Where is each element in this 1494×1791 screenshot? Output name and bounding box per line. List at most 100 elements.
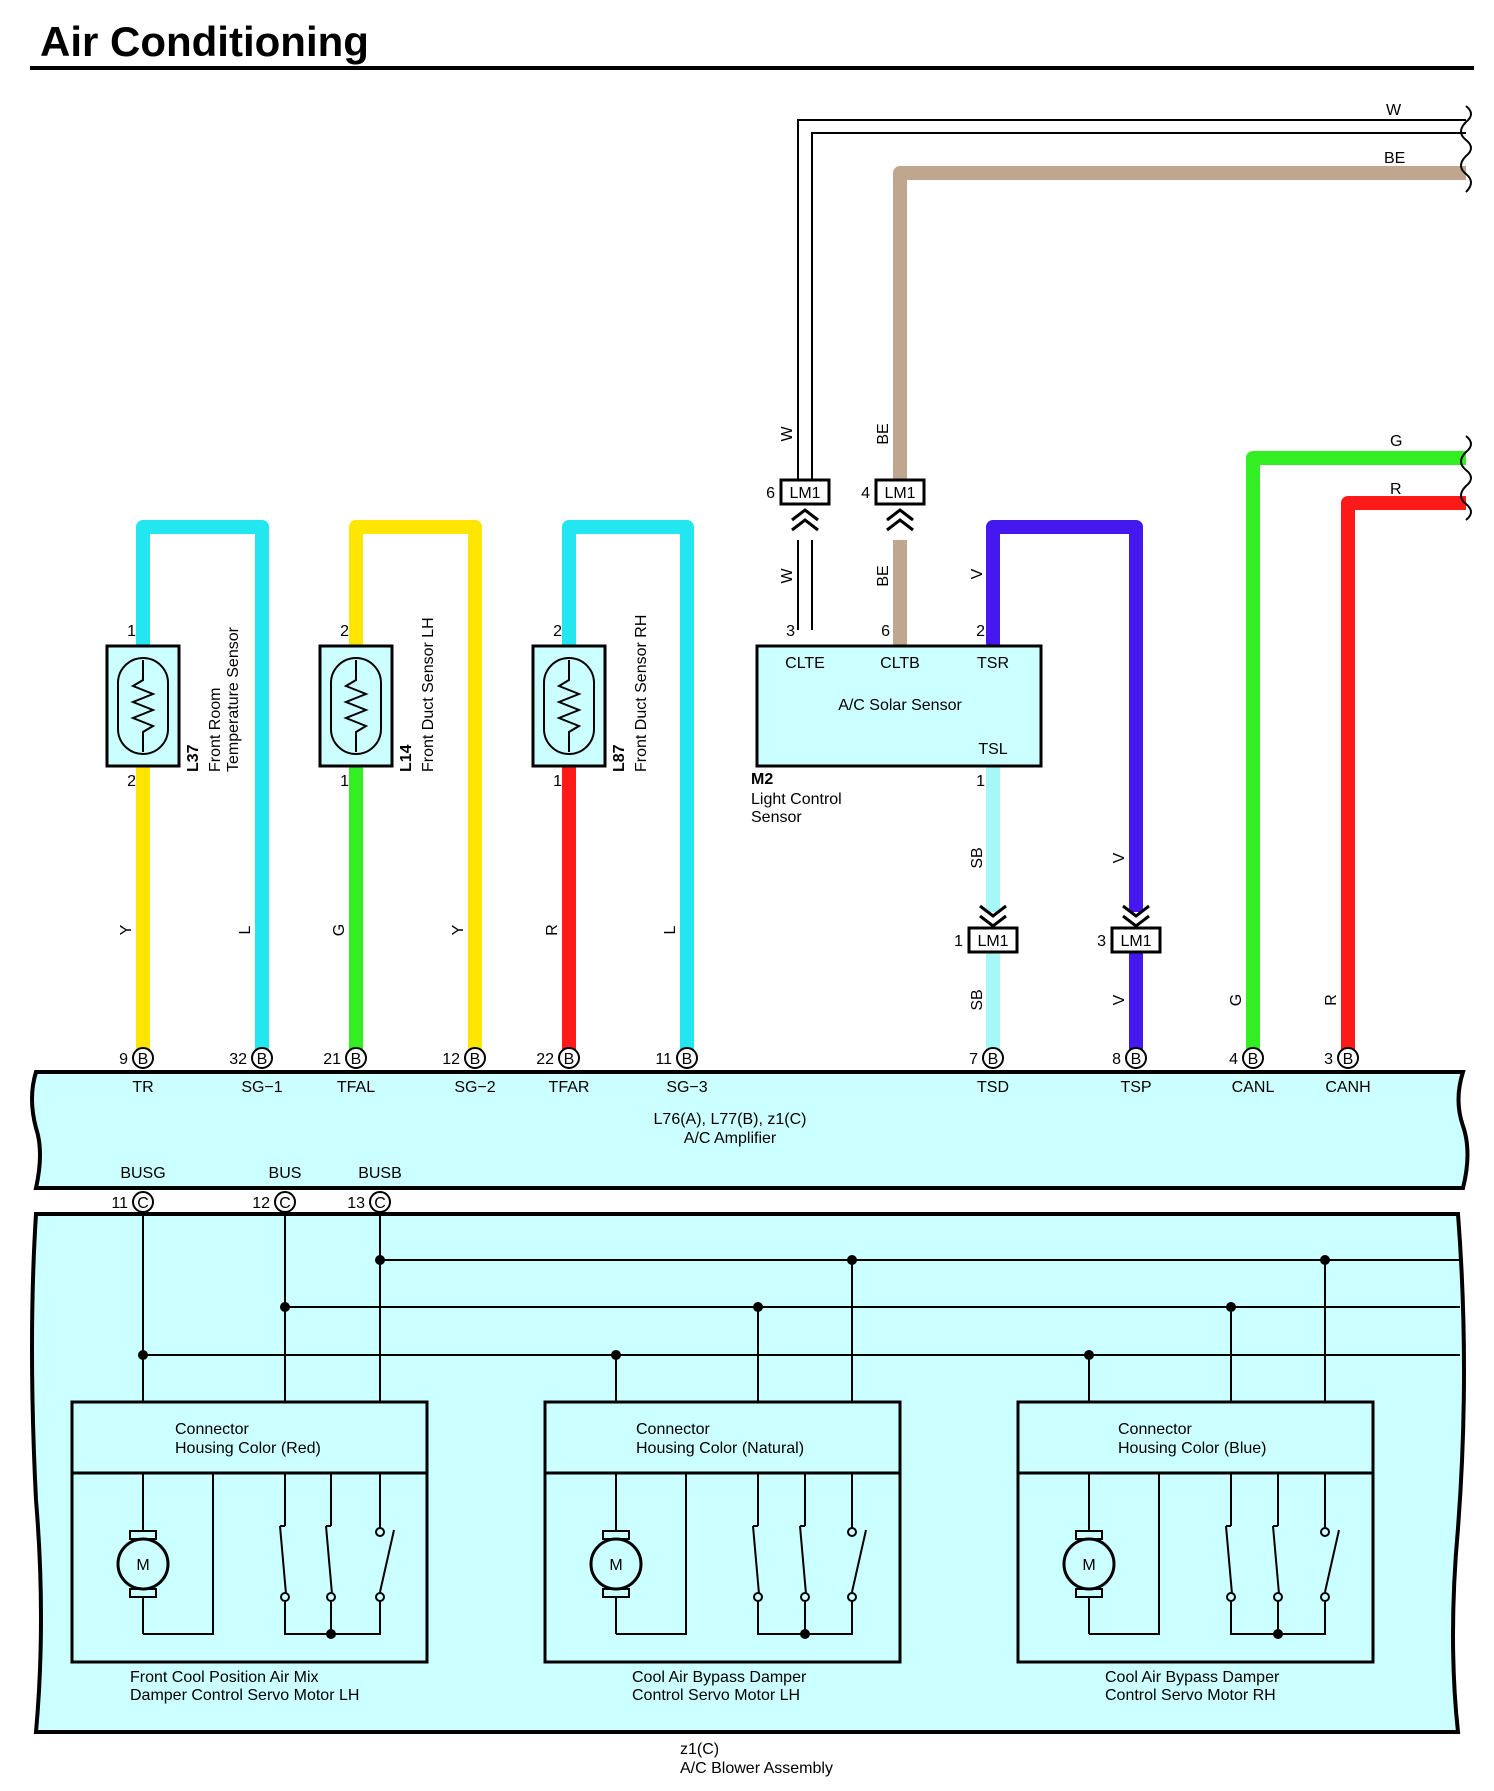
bus-pin-busg: C 11 bbox=[111, 1191, 154, 1213]
bus-pin-bus: C 12 bbox=[252, 1191, 296, 1213]
svg-text:B: B bbox=[1131, 1051, 1142, 1068]
motor-name-line2: Control Servo Motor RH bbox=[1105, 1687, 1276, 1704]
wire-code-r-top: R bbox=[1390, 481, 1402, 498]
pin-number: 3 bbox=[786, 623, 795, 640]
sensor-id: L87 bbox=[611, 744, 628, 772]
svg-text:B: B bbox=[257, 1051, 268, 1068]
pin-number: 21 bbox=[323, 1051, 341, 1068]
connector-lm1-sb: LM1 1 bbox=[954, 904, 1019, 954]
wire-be bbox=[893, 166, 1466, 646]
pin-label: TSD bbox=[977, 1079, 1009, 1096]
sensor-name-line1: Front Room bbox=[207, 688, 224, 772]
pin-number: 8 bbox=[1112, 1051, 1121, 1068]
housing-line2: Housing Color (Natural) bbox=[636, 1440, 804, 1457]
amp-pin-tfar: B 22 TFAR bbox=[536, 1047, 589, 1096]
motor-icon: M bbox=[116, 1530, 170, 1598]
bus-wiring bbox=[142, 1210, 1460, 1402]
solar-sensor-inner-label: A/C Solar Sensor bbox=[838, 697, 962, 714]
wire-code: V bbox=[1111, 994, 1128, 1005]
amp-pin-tsp: B 8 TSP bbox=[1112, 1047, 1152, 1096]
svg-text:C: C bbox=[279, 1195, 291, 1212]
wire-code: Y bbox=[450, 924, 467, 935]
pin-number: 13 bbox=[347, 1195, 365, 1212]
pin-number: 2 bbox=[553, 623, 562, 640]
pin-number: 1 bbox=[954, 933, 963, 950]
amplifier-body bbox=[30, 1070, 1470, 1190]
svg-text:B: B bbox=[682, 1051, 693, 1068]
motor-name-line2: Damper Control Servo Motor LH bbox=[130, 1687, 359, 1704]
svg-text:M: M bbox=[136, 1557, 149, 1574]
svg-text:B: B bbox=[564, 1051, 575, 1068]
bus-pin-busb: C 13 bbox=[347, 1191, 391, 1213]
sensor-name-line1: Front Duct Sensor LH bbox=[420, 617, 437, 772]
wire-code-g-top: G bbox=[1390, 433, 1402, 450]
wire-code: BE bbox=[875, 565, 892, 586]
svg-text:M: M bbox=[1082, 1557, 1095, 1574]
title-block: Air Conditioning bbox=[30, 18, 1474, 70]
wire-code: BE bbox=[875, 423, 892, 444]
pin-number: 6 bbox=[881, 623, 890, 640]
amp-pin-tsd: B 7 TSD bbox=[969, 1047, 1009, 1096]
pin-label: TFAL bbox=[337, 1079, 375, 1096]
wire-g-canl bbox=[1246, 451, 1466, 1054]
wire-code: Y bbox=[118, 924, 135, 935]
svg-text:C: C bbox=[374, 1195, 386, 1212]
pin-number: 1 bbox=[127, 623, 136, 640]
connector-lm1-v: LM1 3 bbox=[1097, 904, 1162, 954]
motor-name-line1: Front Cool Position Air Mix bbox=[130, 1669, 319, 1686]
pin-number: 12 bbox=[252, 1195, 270, 1212]
sensor-l87: 2 1 L87 Front Duct Sensor RH bbox=[531, 615, 650, 790]
pin-number: 2 bbox=[976, 623, 985, 640]
wire-code: L bbox=[237, 925, 254, 934]
pin-number: 1 bbox=[340, 773, 349, 790]
wire-r-canh bbox=[1341, 496, 1466, 1054]
pin-number: 4 bbox=[1229, 1051, 1238, 1068]
terminal-label: TSR bbox=[977, 655, 1009, 672]
svg-text:B: B bbox=[138, 1051, 149, 1068]
amp-pin-sg1: B 32 SG−1 bbox=[229, 1047, 283, 1096]
svg-text:LM1: LM1 bbox=[884, 485, 915, 502]
servo-motor-3: Connector Housing Color (Blue) M bbox=[1016, 1400, 1375, 1704]
wire-code: W bbox=[779, 568, 796, 584]
housing-line2: Housing Color (Blue) bbox=[1118, 1440, 1267, 1457]
wire-code-w-top: W bbox=[1386, 102, 1402, 119]
solar-sensor-name-line2: Sensor bbox=[751, 809, 802, 826]
motor-icon: M bbox=[1062, 1530, 1116, 1598]
amp-pin-canh: B 3 CANH bbox=[1324, 1047, 1371, 1096]
svg-text:B: B bbox=[351, 1051, 362, 1068]
page-title: Air Conditioning bbox=[40, 18, 369, 65]
pin-number: 11 bbox=[111, 1195, 128, 1212]
bus-junctions bbox=[138, 1255, 1330, 1360]
wire-l87-top bbox=[562, 520, 694, 1054]
pin-label: CANH bbox=[1325, 1079, 1370, 1096]
blower-id: z1(C) bbox=[680, 1741, 719, 1758]
amp-pin-sg3: B 11 SG−3 bbox=[655, 1047, 708, 1096]
motor-icon: M bbox=[589, 1530, 643, 1598]
svg-text:B: B bbox=[1343, 1051, 1354, 1068]
housing-line1: Connector bbox=[636, 1421, 710, 1438]
motor-name-line2: Control Servo Motor LH bbox=[632, 1687, 800, 1704]
pin-number: 3 bbox=[1097, 933, 1106, 950]
sensor-l14: 2 1 L14 Front Duct Sensor LH bbox=[318, 617, 437, 790]
motor-name-line1: Cool Air Bypass Damper bbox=[1105, 1669, 1280, 1686]
wire-code: R bbox=[544, 924, 561, 936]
pin-number: 32 bbox=[229, 1051, 247, 1068]
svg-text:C: C bbox=[137, 1195, 149, 1212]
pin-number: 6 bbox=[766, 485, 775, 502]
wire-code: SB bbox=[969, 847, 986, 868]
wire-l37-top bbox=[136, 520, 269, 1054]
bus-label: BUSB bbox=[358, 1165, 402, 1182]
pin-label: CANL bbox=[1232, 1079, 1275, 1096]
wire-code: V bbox=[969, 568, 986, 579]
wire-l14-top bbox=[349, 520, 482, 1054]
sensor-name-line1: Front Duct Sensor RH bbox=[633, 615, 650, 772]
pin-number: 2 bbox=[127, 773, 136, 790]
pin-number: 9 bbox=[119, 1051, 128, 1068]
svg-text:B: B bbox=[988, 1051, 999, 1068]
bus-pins: BUSG BUS BUSB bbox=[120, 1165, 401, 1182]
amp-pin-tr: B 9 TR bbox=[119, 1047, 154, 1096]
servo-motor-1: Connector Housing Color (Red) M bbox=[70, 1400, 429, 1704]
pin-number: 1 bbox=[976, 773, 985, 790]
connector-lm1-be: LM1 4 bbox=[861, 478, 926, 532]
pin-number: 12 bbox=[442, 1051, 460, 1068]
